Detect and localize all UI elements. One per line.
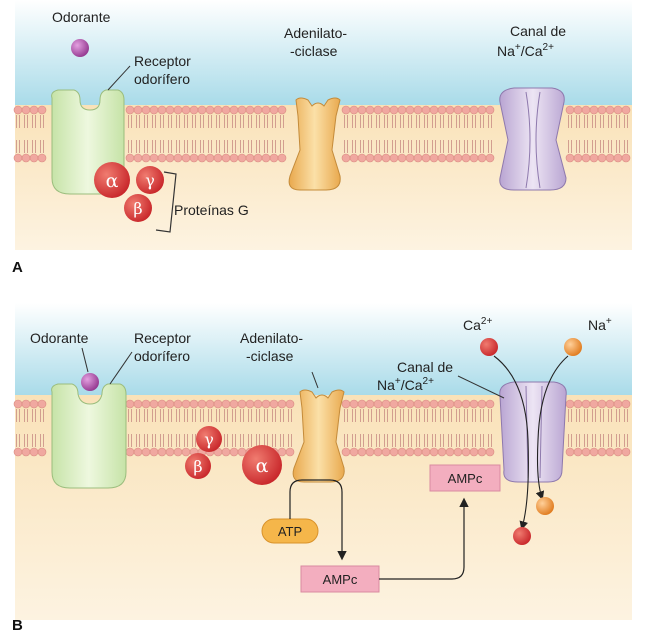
channel-label-a-line1: Canal de [510, 23, 566, 39]
ca-ion-outside [480, 338, 498, 356]
adenylate-cyclase-a [288, 97, 341, 191]
odorant-molecule-a [71, 39, 89, 57]
odorant-label-a: Odorante [52, 9, 111, 25]
g-gamma-symbol-a: γ [145, 171, 155, 190]
receptor-label-b-line2: odorífero [134, 348, 190, 364]
g-beta-symbol-b: β [193, 457, 202, 476]
lipid-bilayer-a [13, 105, 631, 163]
g-alpha-symbol-b: α [256, 455, 269, 477]
camp-label-2: AMPc [448, 471, 483, 486]
extracellular-space-b [15, 303, 632, 395]
g-beta-symbol-a: β [133, 199, 142, 218]
atp-to-camp-arrow [289, 479, 347, 561]
camp-to-channel-arrow [379, 497, 469, 580]
g-protein-beta-a [124, 194, 152, 222]
g-protein-alpha-a [94, 162, 130, 198]
odorant-label-b: Odorante [30, 330, 89, 346]
odorant-molecule-b-bound [81, 373, 99, 391]
g-protein-bracket-a [155, 171, 177, 233]
panel-a: Odorante Receptor odorífero α γ β Proteí… [12, 0, 632, 276]
camp-label-1: AMPc [323, 572, 358, 587]
g-protein-beta-b [185, 453, 211, 479]
g-protein-alpha-b [242, 445, 282, 485]
na-influx-arrow [535, 355, 569, 501]
g-protein-gamma-b [196, 426, 222, 452]
camp-box-2 [429, 464, 501, 492]
cyclase-label-b-line1: Adenilato- [240, 330, 303, 346]
channel-label-b-line2: Na+/Ca2+ [377, 376, 434, 393]
cyclase-label-a-line1: Adenilato- [284, 25, 347, 41]
receptor-label-a-line2: odorífero [134, 71, 190, 87]
atp-label: ATP [278, 524, 302, 539]
channel-label-b-line1: Canal de [397, 359, 453, 375]
g-proteins-label-a: Proteínas G [174, 202, 249, 218]
cyclase-label-b-line2: -ciclase [246, 348, 294, 364]
odorant-receptor-b [51, 383, 127, 489]
ca-ion-inside [513, 527, 531, 545]
receptor-label-a-line1: Receptor [134, 53, 191, 69]
na-ion-label: Na+ [588, 316, 612, 333]
ca-influx-arrow [493, 355, 529, 531]
g-gamma-symbol-b: γ [204, 430, 214, 449]
panel-b: Odorante Receptor odorífero γ β Adenilat… [12, 303, 632, 634]
lipid-bilayer-b [13, 399, 631, 457]
panel-letter-b: B [12, 617, 23, 634]
g-alpha-symbol-a: α [106, 170, 119, 192]
ca-ion-label: Ca2+ [463, 316, 492, 333]
channel-label-a-line2: Na+/Ca2+ [497, 42, 554, 59]
na-ion-outside [564, 338, 582, 356]
panel-letter-a: A [12, 259, 23, 276]
na-ion-inside [536, 497, 554, 515]
cation-channel-b [499, 381, 567, 483]
receptor-label-b-line1: Receptor [134, 330, 191, 346]
cyclase-label-a-line2: -ciclase [290, 43, 338, 59]
g-protein-gamma-a [136, 166, 164, 194]
cation-channel-a [499, 87, 567, 191]
camp-box-1 [300, 565, 380, 593]
